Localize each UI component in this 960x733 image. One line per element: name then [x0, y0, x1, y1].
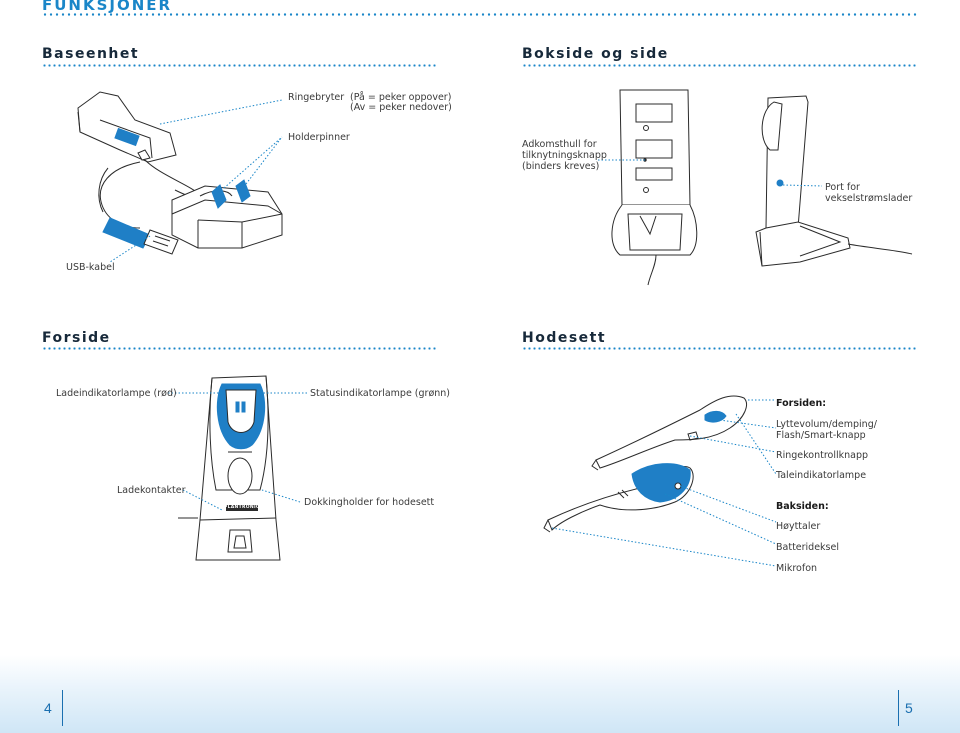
- footer-band: [0, 655, 960, 733]
- section-title-forside: Forside: [42, 330, 111, 346]
- page-number-right: 5: [905, 700, 913, 716]
- section-rule-baseenhet: [42, 64, 438, 67]
- label-ladekontakter: Ladekontakter: [117, 485, 186, 496]
- label-batterideksel: Batterideksel: [776, 542, 839, 553]
- label-hoyttaler: Høyttaler: [776, 521, 821, 532]
- footer-divider-left: [62, 690, 63, 726]
- label-ringekontrollknapp: Ringekontrollknapp: [776, 450, 869, 461]
- label-lyttevolum-1: Lyttevolum/demping/: [776, 419, 877, 430]
- section-title-baseenhet: Baseenhet: [42, 46, 140, 62]
- label-forsiden: Forsiden:: [776, 398, 827, 409]
- label-adkomst-1: Adkomsthull for: [522, 139, 597, 150]
- label-port-2: vekselstrømslader: [825, 193, 913, 204]
- footer-divider-right: [898, 690, 899, 726]
- page-title: FUNKSJONER: [42, 0, 173, 14]
- label-holderpinner: Holderpinner: [288, 132, 350, 143]
- label-taleindikatorlampe: Taleindikatorlampe: [776, 470, 867, 481]
- section-title-bakside: Bokside og side: [522, 46, 669, 62]
- label-dokkingholder: Dokkingholder for hodesett: [304, 497, 435, 508]
- section-title-hodesett: Hodesett: [522, 330, 607, 346]
- section-rule-hodesett: [522, 347, 918, 350]
- label-statusindikatorlampe: Statusindikatorlampe (grønn): [310, 388, 451, 399]
- label-port-1: Port for: [825, 182, 860, 193]
- label-ringebryter-on: (På = peker oppover): [350, 92, 452, 103]
- label-lyttevolum-2: Flash/Smart-knapp: [776, 430, 866, 441]
- section-rule-bakside: [522, 64, 918, 67]
- label-ringebryter-off: (Av = peker nedover): [350, 102, 452, 113]
- label-adkomst-2: tilknytningsknapp: [522, 150, 607, 161]
- header-dotted-rule: [42, 13, 918, 16]
- label-mikrofon: Mikrofon: [776, 563, 818, 574]
- section-rule-forside: [42, 347, 438, 350]
- label-usb-kabel: USB-kabel: [66, 262, 115, 273]
- label-adkomst-3: (binders kreves): [522, 161, 600, 172]
- label-baksiden: Baksiden:: [776, 501, 829, 512]
- label-ladeindikatorlampe: Ladeindikatorlampe (rød): [56, 388, 177, 399]
- page-number-left: 4: [44, 700, 52, 716]
- brand-logo-text: PLANTRONICS: [224, 505, 264, 510]
- label-ringebryter: Ringebryter: [288, 92, 345, 103]
